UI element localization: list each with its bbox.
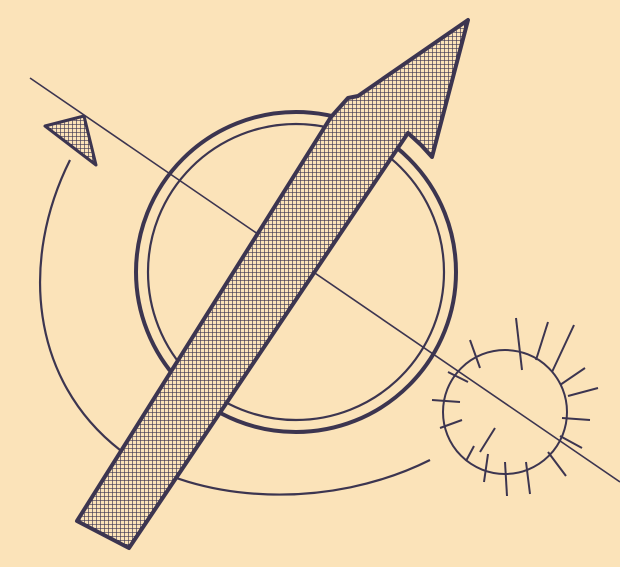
small-spiky-circle xyxy=(432,318,598,496)
rotation-arrowhead xyxy=(45,116,96,165)
